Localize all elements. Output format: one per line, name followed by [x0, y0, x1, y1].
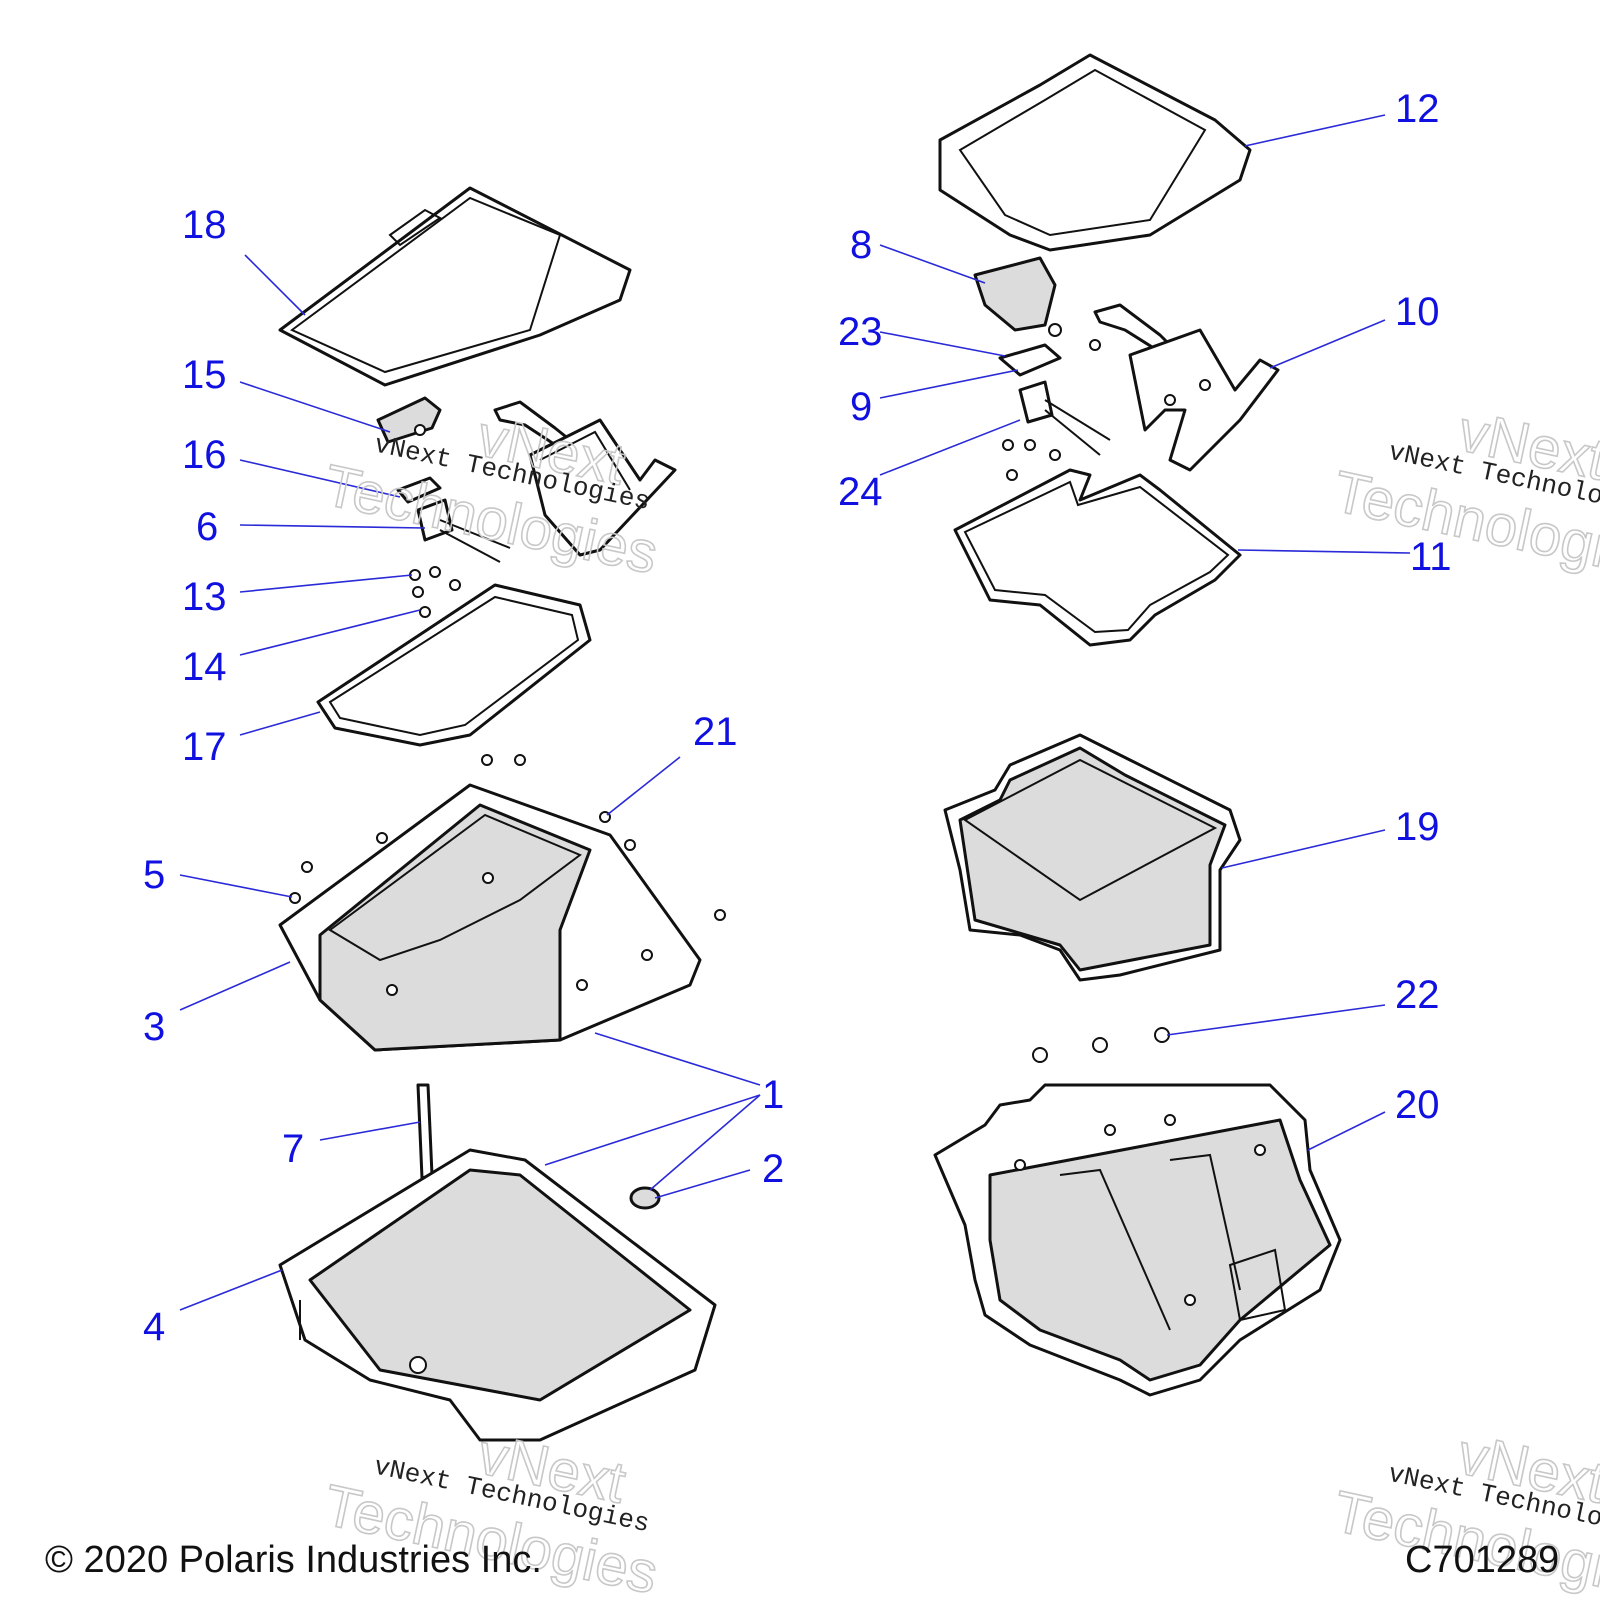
callout-23: 23: [838, 310, 883, 354]
part-23-bracket: [998, 343, 1062, 377]
part-16-bracket: [396, 476, 442, 504]
part-15-latch: [376, 396, 442, 444]
watermark-2: vNext Technologies vNext Technologies: [1327, 398, 1600, 594]
callout-24: 24: [838, 470, 883, 514]
part-22-pins: [1032, 1027, 1170, 1063]
part-9-clip: [1018, 380, 1111, 456]
part-12-lid: [938, 53, 1252, 252]
callout-12: 12: [1395, 87, 1440, 131]
part-8-latch: [973, 256, 1062, 337]
part-2-plug: [629, 1186, 661, 1210]
part-18-lid: [278, 186, 632, 387]
callout-18: 18: [182, 203, 227, 247]
callout-7: 7: [282, 1127, 304, 1171]
callout-15: 15: [182, 353, 227, 397]
part-11-seal: [953, 468, 1242, 647]
part-20-battery-box: [933, 1083, 1342, 1397]
part-10-strap-bracket: [1093, 303, 1280, 472]
left-strap-bracket: [493, 400, 677, 557]
callout-21: 21: [693, 710, 738, 754]
callout-8: 8: [850, 223, 872, 267]
part-17-seal: [316, 583, 592, 747]
callout-22: 22: [1395, 973, 1440, 1017]
screws-24: [1002, 339, 1101, 481]
screws-21-5: [289, 754, 726, 996]
part-6-clip: [416, 498, 511, 563]
callout-20: 20: [1395, 1083, 1440, 1127]
callout-4: 4: [143, 1305, 165, 1349]
part-3-upper-tray: [278, 783, 702, 1052]
callout-2: 2: [762, 1147, 784, 1191]
callout-14: 14: [182, 645, 227, 689]
callout-9: 9: [850, 385, 872, 429]
callout-5: 5: [143, 853, 165, 897]
diagram-code: C701289: [1405, 1539, 1559, 1581]
part-4-lower-tray: [278, 1148, 717, 1442]
copyright-text: © 2020 Polaris Industries Inc.: [45, 1539, 542, 1581]
part-19-box: [943, 733, 1242, 982]
callout-13: 13: [182, 575, 227, 619]
callout-16: 16: [182, 433, 227, 477]
callout-10: 10: [1395, 290, 1440, 334]
callout-19: 19: [1395, 805, 1440, 849]
part-7-strap: [416, 1083, 434, 1180]
leader-lines: [179, 114, 1411, 1311]
callout-6: 6: [196, 505, 218, 549]
callout-11: 11: [1410, 535, 1452, 579]
screws-13-14: [409, 566, 461, 618]
callout-3: 3: [143, 1005, 165, 1049]
callout-17: 17: [182, 725, 227, 769]
callout-1: 1: [762, 1073, 784, 1117]
callout-labels: 18 15 16 6 13 14 17 21 5 3 1 7 2 4 12 8 …: [143, 87, 1452, 1349]
